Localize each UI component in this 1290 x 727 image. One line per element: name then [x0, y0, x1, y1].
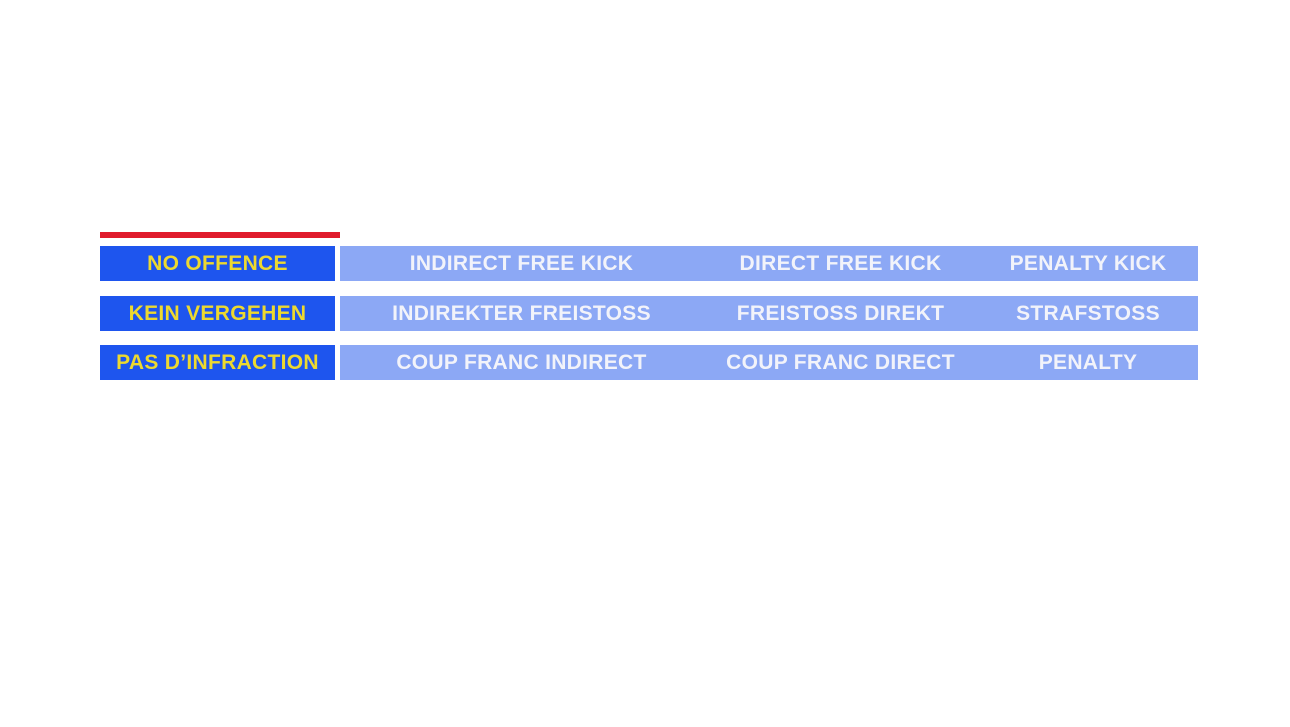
red-accent-bar	[100, 232, 340, 238]
sanction-bar-german: INDIREKTER FREISTOSS FREISTOSS DIREKT ST…	[340, 296, 1198, 331]
cell-coup-franc-direct: COUP FRANC DIRECT	[726, 350, 955, 374]
row-label-no-offence: NO OFFENCE	[100, 246, 335, 281]
cell-freistoss-direkt: FREISTOSS DIREKT	[736, 301, 945, 325]
table-row-french: PAS D’INFRACTION COUP FRANC INDIRECT COU…	[100, 345, 1198, 380]
cell-direct-free-kick: DIRECT FREE KICK	[739, 251, 942, 275]
cell-coup-franc-indirect: COUP FRANC INDIRECT	[396, 350, 647, 374]
sanction-bar-english: INDIRECT FREE KICK DIRECT FREE KICK PENA…	[340, 246, 1198, 281]
cell-indirect-free-kick: INDIRECT FREE KICK	[409, 251, 634, 275]
row-label-kein-vergehen: KEIN VERGEHEN	[100, 296, 335, 331]
table-row-english: NO OFFENCE INDIRECT FREE KICK DIRECT FRE…	[100, 246, 1198, 281]
table-row-german: KEIN VERGEHEN INDIREKTER FREISTOSS FREIS…	[100, 296, 1198, 331]
cell-strafstoss: STRAFSTOSS	[1016, 301, 1160, 325]
sanction-bar-french: COUP FRANC INDIRECT COUP FRANC DIRECT PE…	[340, 345, 1198, 380]
cell-penalty-kick: PENALTY KICK	[1009, 251, 1167, 275]
cell-indirekter-freistoss: INDIREKTER FREISTOSS	[392, 301, 651, 325]
row-label-pas-d-infraction: PAS D’INFRACTION	[100, 345, 335, 380]
cell-penalty: PENALTY	[1038, 350, 1138, 374]
